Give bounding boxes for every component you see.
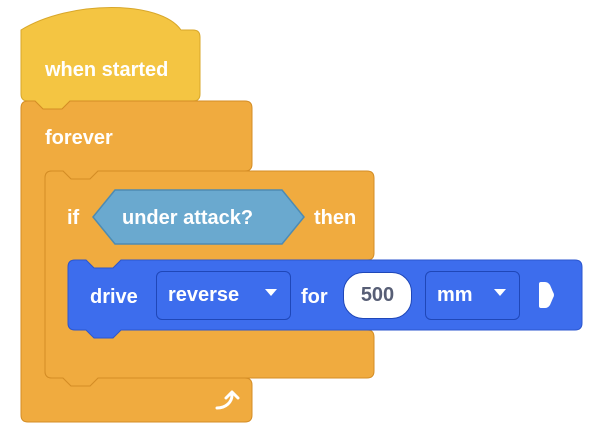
unit-dropdown[interactable]: mm [425,271,520,320]
if-label: if [67,207,80,229]
forever-label: forever [45,127,113,149]
loop-arrow-icon [215,390,240,410]
distance-input[interactable]: 500 [343,272,412,319]
then-label: then [314,207,357,229]
drive-label: drive [90,286,138,308]
play-icon[interactable] [539,282,554,308]
direction-dropdown[interactable]: reverse [156,271,291,320]
under-attack-condition[interactable] [92,189,305,245]
caret-down-icon [494,289,506,296]
for-label: for [301,286,328,308]
when-started-label: when started [45,59,169,81]
caret-down-icon [265,289,277,296]
unit-value: mm [437,284,473,306]
distance-value: 500 [360,284,395,306]
direction-value: reverse [168,284,240,306]
condition-label: under attack? [122,207,254,229]
